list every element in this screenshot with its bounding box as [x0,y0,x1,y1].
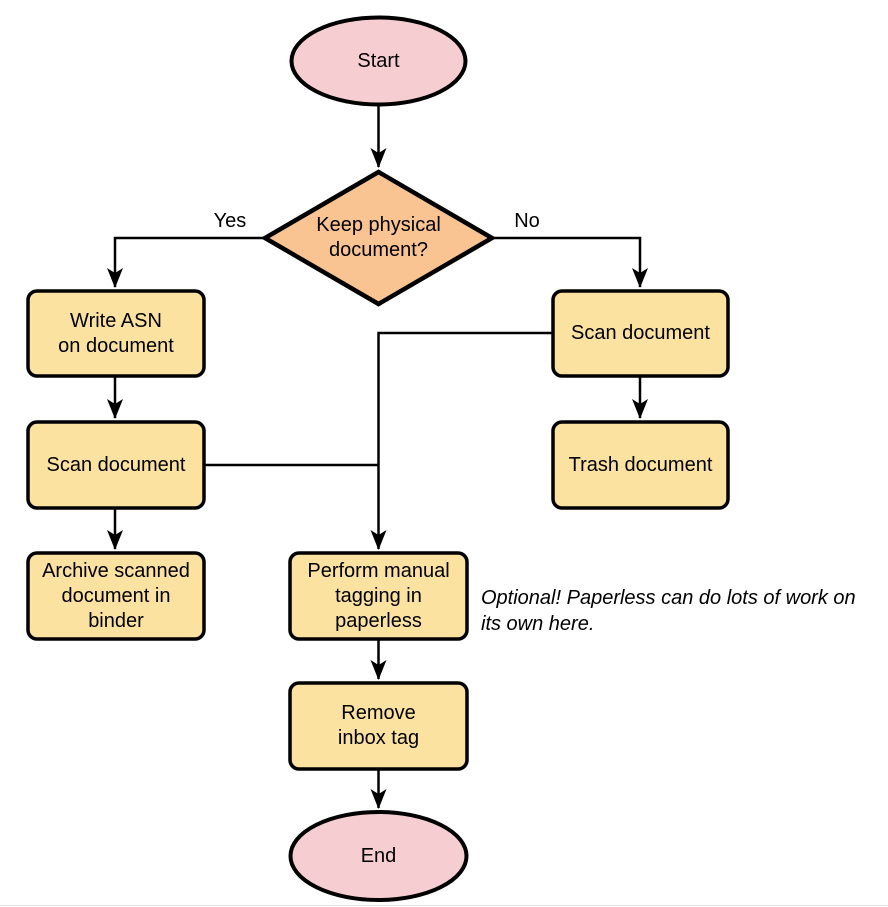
scan-right-box-shape [551,289,730,378]
decision-diamond-shape [260,169,497,307]
bottom-divider [0,905,888,906]
archive-box-shape [26,551,206,641]
end-terminal-shape [288,810,469,902]
scan-left-box-shape [26,420,206,510]
edge-decision-no-to-scan-right [492,236,648,288]
edge-scan-right-to-tagging [370,331,553,550]
edge-decision-yes-to-write-asn [107,236,265,288]
remove-inbox-box-shape [288,681,469,771]
write-asn-box-shape [26,289,206,378]
trash-box-shape [551,420,730,510]
start-terminal-shape [289,15,468,107]
tagging-box-shape [288,551,469,641]
